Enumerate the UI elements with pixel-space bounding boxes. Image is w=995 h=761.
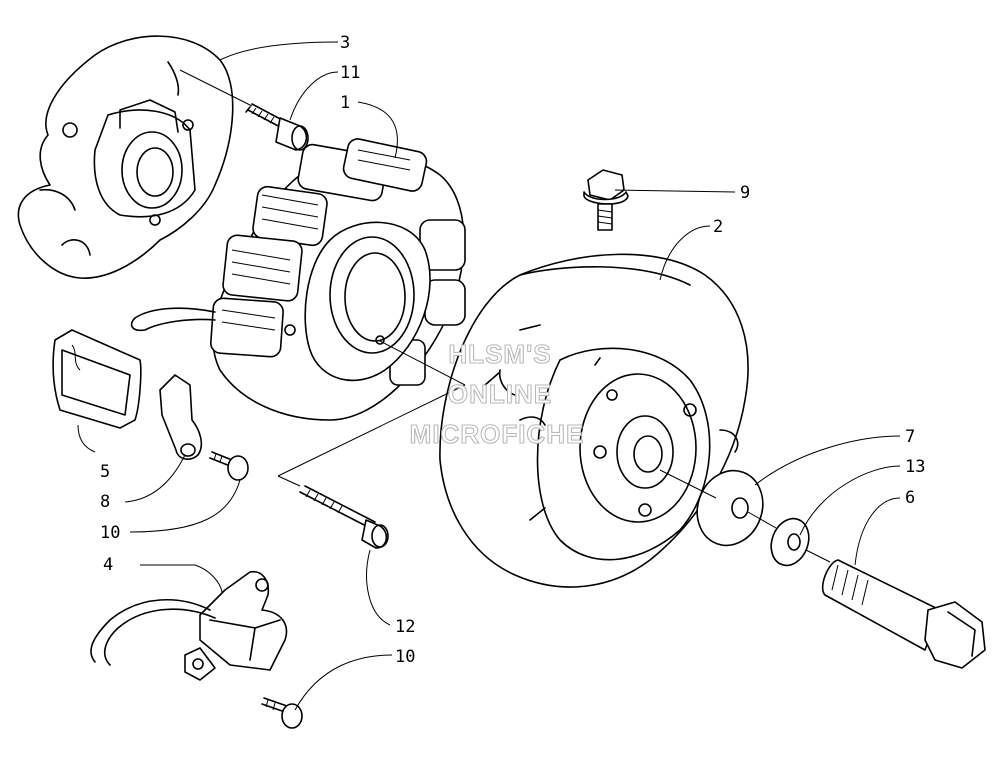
callout-numbers: 3 11 1 9 2 7 13 6 5 8 10 4 12 10 — [100, 33, 925, 667]
callout-2: 2 — [713, 217, 723, 237]
part-5-cover — [52, 329, 142, 429]
part-12-long-bolt — [299, 485, 389, 549]
callout-10-lower: 10 — [395, 647, 415, 667]
part-6-flywheel-bolt — [821, 559, 986, 669]
callout-7: 7 — [905, 427, 915, 447]
assembly-lines — [179, 69, 831, 563]
watermark: HLSM'S ONLINE MICROFICHE — [409, 338, 585, 449]
watermark-line-2: ONLINE — [448, 379, 552, 409]
part-8-clamp — [159, 374, 203, 460]
part-4-pickup-coil — [90, 570, 288, 681]
part-3-stator-plate — [17, 35, 234, 279]
part-1-stator — [130, 138, 466, 421]
callout-6: 6 — [905, 488, 915, 508]
callout-3: 3 — [340, 33, 350, 53]
part-13-lock-washer — [770, 517, 810, 567]
callout-11: 11 — [340, 63, 360, 83]
part-11-screw — [245, 103, 309, 151]
watermark-line-1: HLSM'S — [448, 339, 551, 369]
callout-10-upper: 10 — [100, 523, 120, 543]
callout-5: 5 — [100, 462, 110, 482]
part-9-flange-bolt — [583, 169, 629, 231]
callout-leaders — [77, 41, 901, 711]
callout-12: 12 — [395, 617, 415, 637]
callout-4: 4 — [103, 555, 113, 575]
callout-1: 1 — [340, 93, 350, 113]
callout-13: 13 — [905, 457, 925, 477]
callout-9: 9 — [740, 183, 750, 203]
part-10-screw-lower — [261, 697, 303, 729]
watermark-line-3: MICROFICHE — [410, 419, 585, 449]
part-2-flywheel — [439, 253, 749, 588]
part-10-screw-upper — [209, 451, 249, 481]
callout-8: 8 — [100, 492, 110, 512]
